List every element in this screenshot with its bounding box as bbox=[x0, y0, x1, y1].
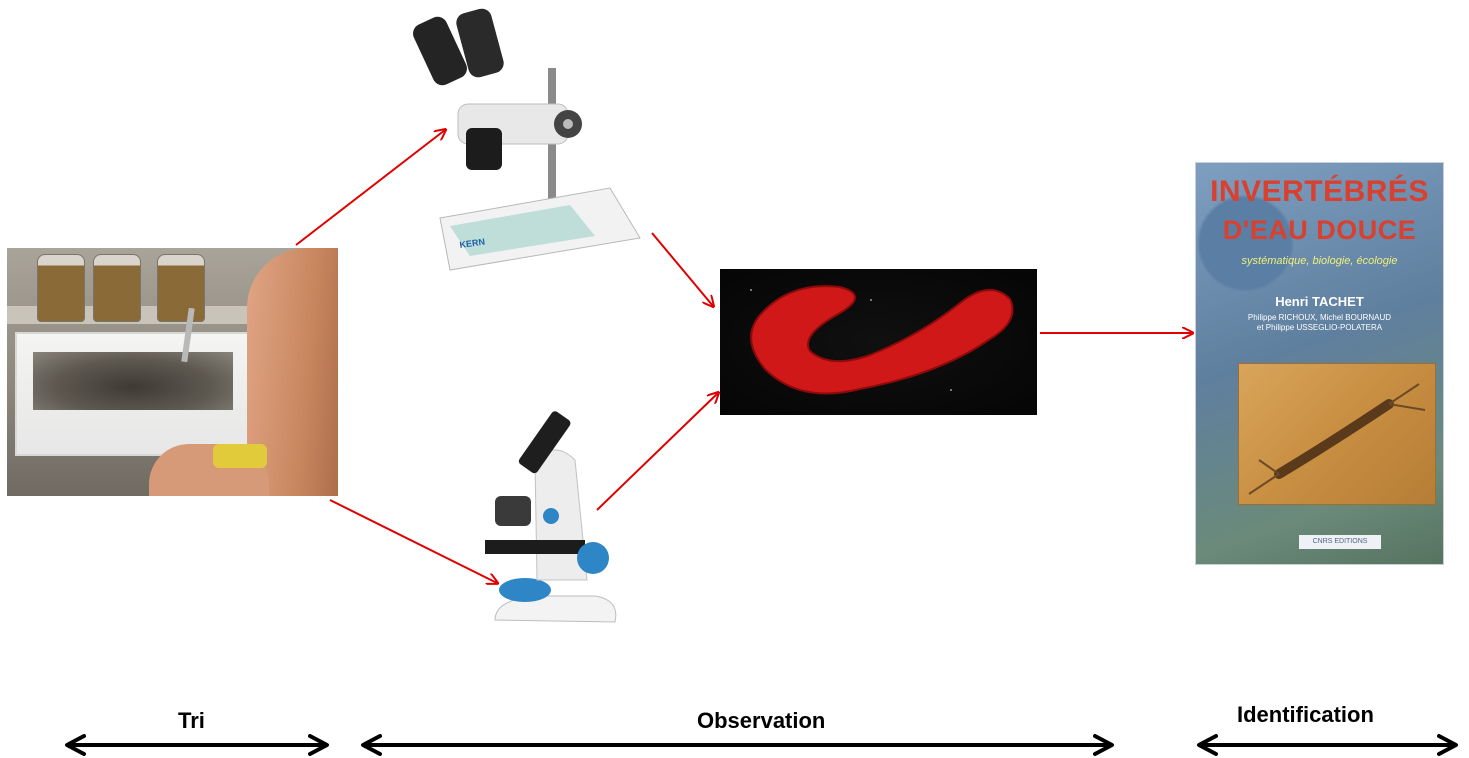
watch bbox=[213, 444, 267, 468]
objective bbox=[466, 128, 502, 170]
fine-knob bbox=[543, 508, 559, 524]
jar bbox=[37, 254, 85, 322]
phase-label-tri: Tri bbox=[178, 708, 205, 734]
jar bbox=[157, 254, 205, 322]
identification-book: INVERTÉBRÉS D'EAU DOUCE systématique, bi… bbox=[1195, 162, 1444, 565]
book-coauthors: Philippe RICHOUX, Michel BOURNAUD et Phi… bbox=[1196, 313, 1443, 333]
tray-sample bbox=[33, 352, 233, 410]
sorting-photo bbox=[7, 248, 338, 496]
larva-shape bbox=[751, 286, 1012, 393]
arrow-right-icon bbox=[652, 233, 713, 306]
light-knob bbox=[499, 578, 551, 602]
jar bbox=[93, 254, 141, 322]
insect-body bbox=[1279, 404, 1389, 474]
book-coauthors-line1: Philippe RICHOUX, Michel BOURNAUD bbox=[1196, 313, 1443, 323]
book-title-line2: D'EAU DOUCE bbox=[1196, 215, 1443, 246]
book-subtitle: systématique, biologie, écologie bbox=[1196, 255, 1443, 267]
focus-knob-center bbox=[563, 119, 573, 129]
focus-knob bbox=[577, 542, 609, 574]
book-author: Henri TACHET bbox=[1196, 294, 1443, 309]
phase-label-observation: Observation bbox=[697, 708, 825, 734]
stage bbox=[485, 540, 585, 554]
book-coauthors-line2: et Philippe USSEGLIO-POLATERA bbox=[1196, 323, 1443, 333]
objective-turret bbox=[495, 496, 531, 526]
compound-microscope-image bbox=[475, 400, 625, 640]
arrow-right-icon bbox=[330, 500, 497, 583]
stereo-microscope-image: KERN bbox=[410, 8, 650, 278]
larva-body bbox=[720, 269, 1037, 415]
phase-label-identification: Identification bbox=[1237, 702, 1374, 728]
mayfly-larva bbox=[1239, 364, 1435, 504]
book-title-line1: INVERTÉBRÉS bbox=[1196, 175, 1443, 209]
book-publisher: CNRS EDITIONS bbox=[1299, 535, 1381, 549]
larva-photo bbox=[720, 269, 1037, 415]
book-cover-insect-photo bbox=[1238, 363, 1436, 505]
